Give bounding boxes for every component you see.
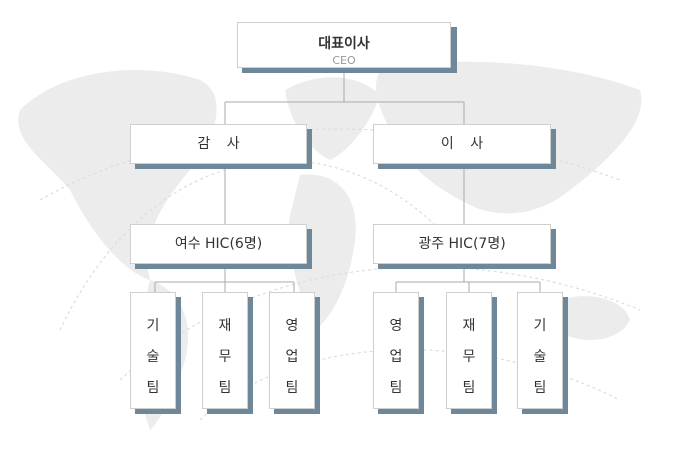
gwangju-sales-team-box: 영 업 팀 <box>373 292 419 409</box>
ceo-subtitle: CEO <box>332 54 356 67</box>
gwangju-tech-team-box: 기 술 팀 <box>517 292 563 409</box>
team-char: 재 <box>462 318 476 334</box>
team-char: 팀 <box>285 380 299 396</box>
yeosu-hic-label: 여수 HIC(6명) <box>174 236 263 252</box>
gwangju-finance-team-box: 재 무 팀 <box>446 292 492 409</box>
team-char: 팀 <box>462 380 476 396</box>
yeosu-hic-box: 여수 HIC(6명) <box>130 224 307 264</box>
team-char: 팀 <box>218 380 232 396</box>
team-char: 술 <box>146 349 160 365</box>
yeosu-tech-team-box: 기 술 팀 <box>130 292 176 409</box>
ceo-box: 대표이사 CEO <box>237 22 451 68</box>
gwangju-hic-box: 광주 HIC(7명) <box>373 224 551 264</box>
auditor-box: 감 사 <box>130 124 307 164</box>
team-char: 팀 <box>146 380 160 396</box>
director-box: 이 사 <box>373 124 551 164</box>
team-char: 영 <box>285 318 299 334</box>
director-label: 이 사 <box>440 136 490 152</box>
team-char: 팀 <box>389 380 403 396</box>
team-char: 술 <box>533 349 547 365</box>
auditor-label: 감 사 <box>197 136 246 152</box>
ceo-title: 대표이사 <box>318 36 370 52</box>
team-char: 업 <box>389 349 403 365</box>
team-char: 재 <box>218 318 232 334</box>
team-char: 팀 <box>533 380 547 396</box>
team-char: 무 <box>218 349 232 365</box>
team-char: 기 <box>533 318 547 334</box>
yeosu-finance-team-box: 재 무 팀 <box>202 292 248 409</box>
yeosu-sales-team-box: 영 업 팀 <box>269 292 315 409</box>
team-char: 영 <box>389 318 403 334</box>
team-char: 기 <box>146 318 160 334</box>
team-char: 업 <box>285 349 299 365</box>
gwangju-hic-label: 광주 HIC(7명) <box>418 236 506 252</box>
team-char: 무 <box>462 349 476 365</box>
